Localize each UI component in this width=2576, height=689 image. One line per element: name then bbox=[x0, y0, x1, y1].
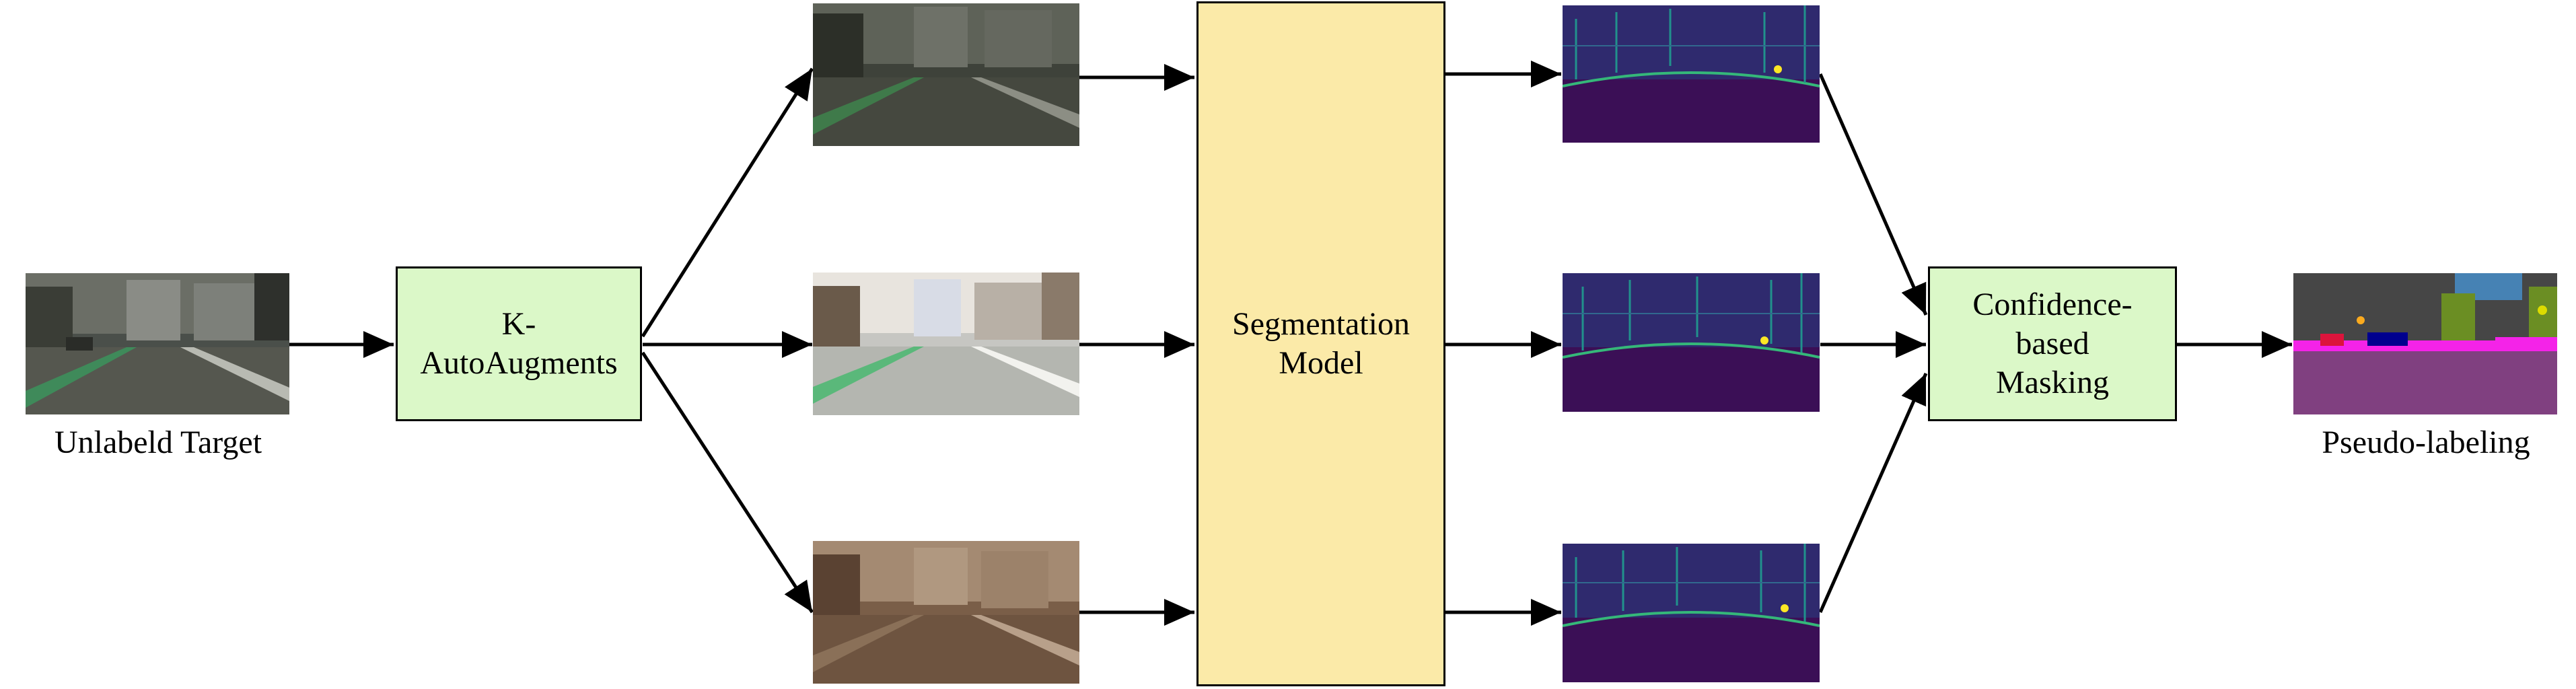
arrow-map1-to-mask bbox=[1818, 73, 1928, 316]
confidence-masking-box: Confidence- based Masking bbox=[1928, 266, 2177, 421]
k-autoaugments-box: K- AutoAugments bbox=[396, 266, 642, 421]
input-caption: Unlabeld Target bbox=[54, 425, 262, 460]
augmented-image-bright bbox=[813, 273, 1079, 415]
confidence-map-3 bbox=[1563, 544, 1820, 682]
k-autoaugments-line1: K- bbox=[501, 306, 536, 342]
augmented-image-dark bbox=[813, 3, 1079, 146]
confidence-map-2 bbox=[1563, 273, 1820, 412]
arrow-map3-to-mask bbox=[1818, 372, 1928, 614]
confidence-masking-line2: based bbox=[2015, 326, 2089, 361]
confidence-masking-line3: Masking bbox=[1995, 365, 2109, 400]
output-caption: Pseudo-labeling bbox=[2322, 425, 2530, 460]
pseudo-label-image bbox=[2293, 273, 2557, 414]
segmentation-model-box: Segmentation Model bbox=[1196, 1, 1445, 686]
confidence-map-1 bbox=[1563, 5, 1820, 143]
arrow-kaug-to-aug3 bbox=[641, 351, 814, 614]
segmentation-model-line1: Segmentation bbox=[1232, 306, 1410, 342]
segmentation-model-line2: Model bbox=[1279, 345, 1363, 381]
confidence-masking-line1: Confidence- bbox=[1972, 287, 2133, 322]
augmented-image-sepia bbox=[813, 541, 1079, 684]
arrow-kaug-to-aug1 bbox=[641, 67, 814, 338]
input-street-image bbox=[26, 273, 289, 414]
k-autoaugments-line2: AutoAugments bbox=[420, 345, 618, 381]
